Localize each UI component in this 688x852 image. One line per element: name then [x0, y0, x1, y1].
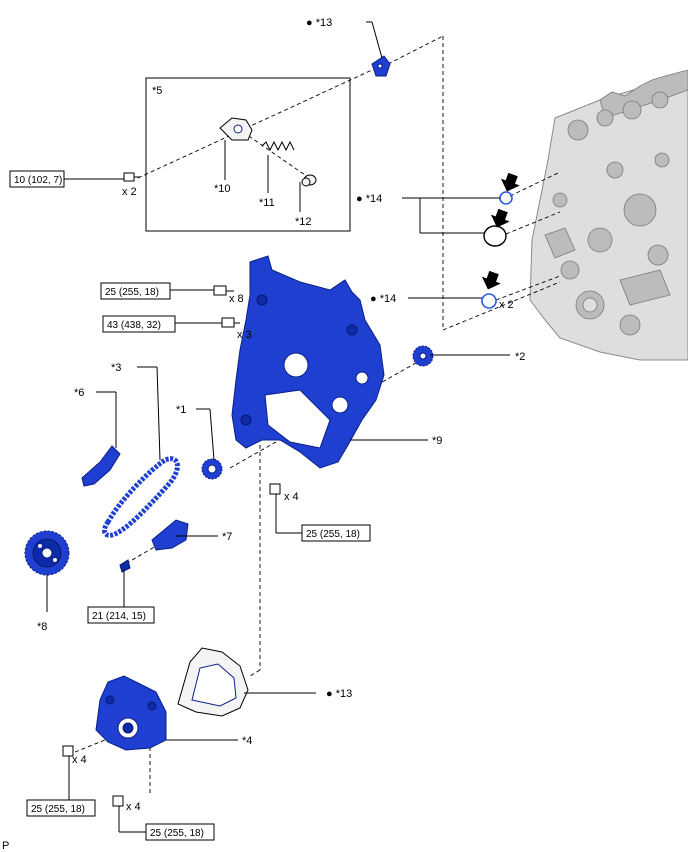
callout-10: *10	[214, 183, 231, 195]
svg-text:25 (255, 18): 25 (255, 18)	[105, 287, 159, 298]
seal-top	[371, 55, 391, 77]
callout-14-upper: ● *14	[356, 193, 382, 205]
callout-2: *2	[515, 351, 525, 363]
water-pump	[95, 675, 167, 751]
plug	[301, 174, 317, 187]
svg-text:10 (102, 7): 10 (102, 7)	[14, 175, 62, 186]
inset-box	[145, 77, 351, 232]
torque-spec-25-a: 25 (255, 18)	[100, 282, 171, 300]
callout-8: *8	[37, 621, 47, 633]
quantity-label: x 4	[284, 491, 299, 503]
leader-lines	[46, 21, 510, 833]
gear-icon	[201, 458, 223, 480]
callout-1: *1	[176, 404, 186, 416]
callout-5: *5	[152, 85, 162, 97]
water-pump-gasket	[177, 647, 249, 717]
engine-block	[529, 69, 688, 361]
callout-7: *7	[222, 531, 232, 543]
callout-13-bottom: ● *13	[326, 688, 352, 700]
quantity-label: x 2	[499, 299, 514, 311]
o-ring-icon	[481, 191, 513, 309]
timing-chain-cover	[231, 255, 385, 469]
quantity-label: x 4	[72, 754, 87, 766]
svg-text:25 (255, 18): 25 (255, 18)	[150, 828, 204, 839]
callout-11: *11	[259, 197, 275, 209]
callout-14-lower: ● *14	[370, 293, 396, 305]
chain-guide	[81, 445, 121, 487]
torque-spec-25-b: 25 (255, 18)	[301, 524, 371, 542]
callout-13-top: ● *13	[306, 17, 332, 29]
svg-text:21 (214, 15): 21 (214, 15)	[92, 611, 146, 622]
torque-spec-10: 10 (102, 7)	[9, 170, 65, 188]
callout-12: *12	[295, 216, 312, 228]
illustration-code: P	[2, 840, 9, 852]
idler-gear	[412, 345, 434, 367]
callout-9: *9	[432, 435, 442, 447]
svg-text:25 (255, 18): 25 (255, 18)	[306, 529, 360, 540]
chain-tensioner	[119, 519, 189, 573]
svg-text:43 (438, 32): 43 (438, 32)	[107, 320, 161, 331]
alignment-lines	[74, 35, 561, 795]
torque-spec-25-d: 25 (255, 18)	[145, 823, 215, 841]
bolt-icon	[123, 172, 140, 182]
quantity-label: x 2	[122, 186, 137, 198]
timing-chain	[102, 456, 180, 538]
torque-spec-43: 43 (438, 32)	[102, 315, 176, 333]
svg-text:25 (255, 18): 25 (255, 18)	[31, 804, 85, 815]
spring	[261, 140, 295, 152]
relief-valve-body	[219, 117, 253, 141]
down-arrow-icon	[481, 172, 520, 290]
callout-6: *6	[74, 387, 84, 399]
callout-4: *4	[242, 735, 252, 747]
quantity-label: x 4	[126, 801, 141, 813]
torque-spec-21: 21 (214, 15)	[87, 606, 155, 624]
quantity-label: x 8	[229, 293, 244, 305]
callout-3: *3	[111, 362, 121, 374]
torque-spec-25-c: 25 (255, 18)	[26, 799, 96, 817]
quantity-label: x 3	[237, 329, 252, 341]
crankshaft-gear	[24, 530, 70, 576]
